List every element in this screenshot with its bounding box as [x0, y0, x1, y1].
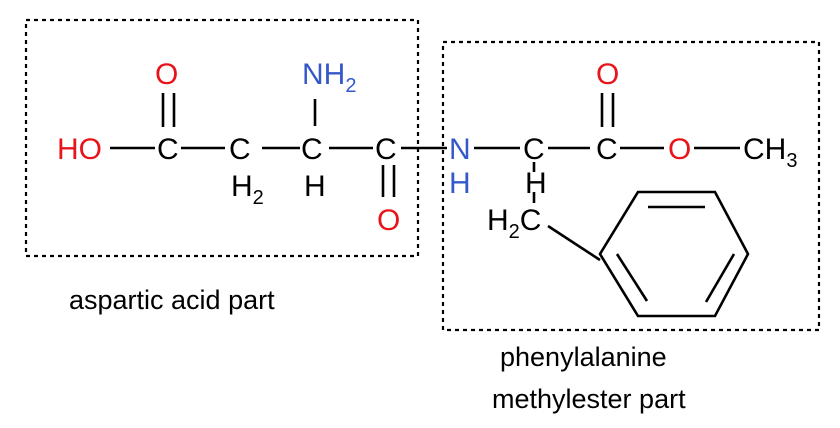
atom-o-ester: O	[668, 133, 691, 166]
atom-c3: C	[301, 133, 323, 166]
atom-ho: HO	[57, 133, 102, 166]
bonds	[110, 93, 740, 262]
atom-c5-h: H	[525, 167, 547, 200]
atom-ch3: CH3	[743, 133, 797, 172]
atom-c2: C	[229, 133, 251, 166]
atom-o-bottom: O	[377, 204, 400, 237]
atom-o-top-right: O	[596, 58, 619, 91]
atom-n-h: H	[449, 167, 471, 200]
atom-c5: C	[523, 133, 545, 166]
benzene-inner-bond-left	[615, 253, 649, 302]
atom-c1: C	[157, 133, 179, 166]
phenylalanine-methylester-box	[441, 40, 821, 332]
benzene-hexagon	[598, 190, 750, 318]
atom-nh2: NH2	[302, 58, 356, 97]
caption-phenylalanine: phenylalanine	[500, 342, 667, 372]
atom-labels: HO C O C H2 C H NH2 C O N H C H H2C C O …	[57, 58, 797, 243]
atom-c6: C	[596, 133, 618, 166]
atom-n: N	[449, 133, 471, 166]
caption-methylester-part: methylester part	[492, 384, 686, 414]
benzene-inner-bond-right	[704, 253, 736, 303]
benzene-ring	[598, 190, 750, 318]
atom-c3-h: H	[304, 170, 326, 203]
atom-c2-h: H2	[231, 170, 264, 209]
atom-o-top-left: O	[155, 58, 178, 91]
caption-aspartic-acid: aspartic acid part	[69, 285, 275, 315]
atom-h2c: H2C	[487, 204, 541, 243]
atom-c4: C	[375, 133, 397, 166]
aspartic-acid-box	[24, 18, 420, 258]
bond-ch2-ring	[547, 224, 601, 262]
